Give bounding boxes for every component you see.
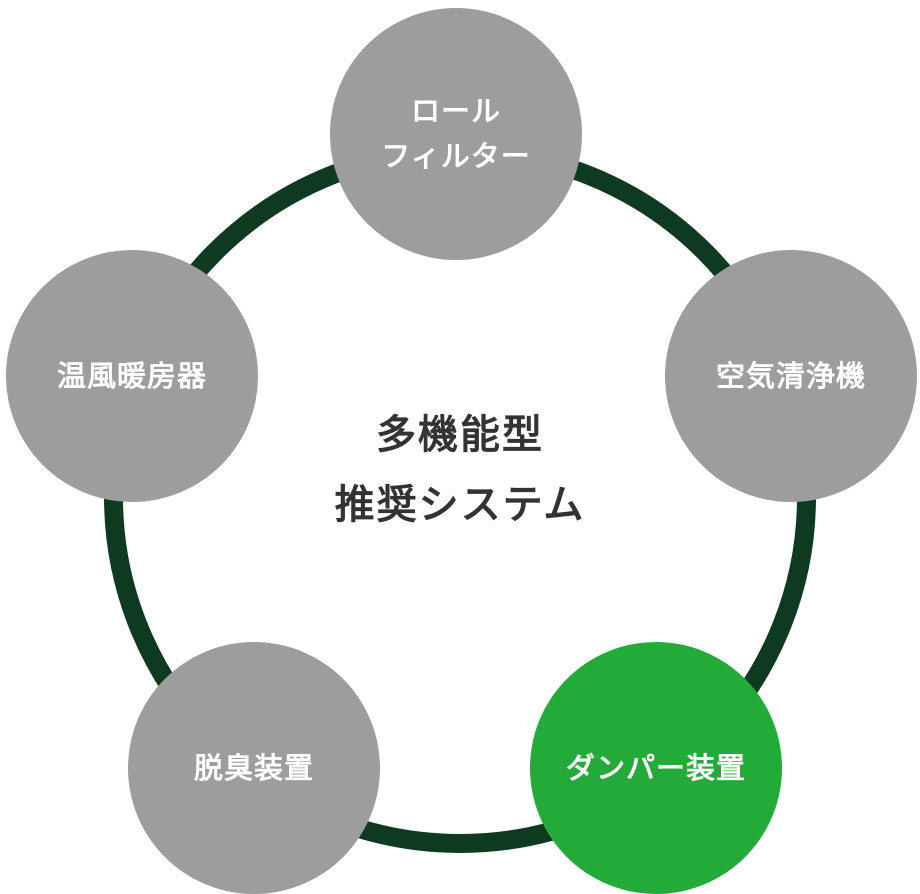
center-title: 多機能型 推奨システム (260, 400, 660, 540)
node-air-purifier-label: 空気清浄機 (715, 358, 866, 393)
center-title-line2: 推奨システム (334, 481, 586, 528)
node-deodorizer: 脱臭装置 (128, 642, 380, 894)
node-heater: 温風暖房器 (6, 250, 258, 502)
node-roll-filter-line1: ロール (410, 94, 501, 129)
node-air-purifier: 空気清浄機 (665, 250, 917, 502)
node-damper: ダンパー装置 (530, 642, 782, 894)
node-heater-label: 温風暖房器 (56, 358, 207, 393)
node-roll-filter: ロール フィルター (330, 8, 582, 260)
center-title-line1: 多機能型 (376, 411, 544, 458)
node-deodorizer-label: 脱臭装置 (193, 750, 314, 785)
node-roll-filter-line2: フィルター (381, 139, 531, 173)
node-damper-label: ダンパー装置 (565, 750, 746, 785)
